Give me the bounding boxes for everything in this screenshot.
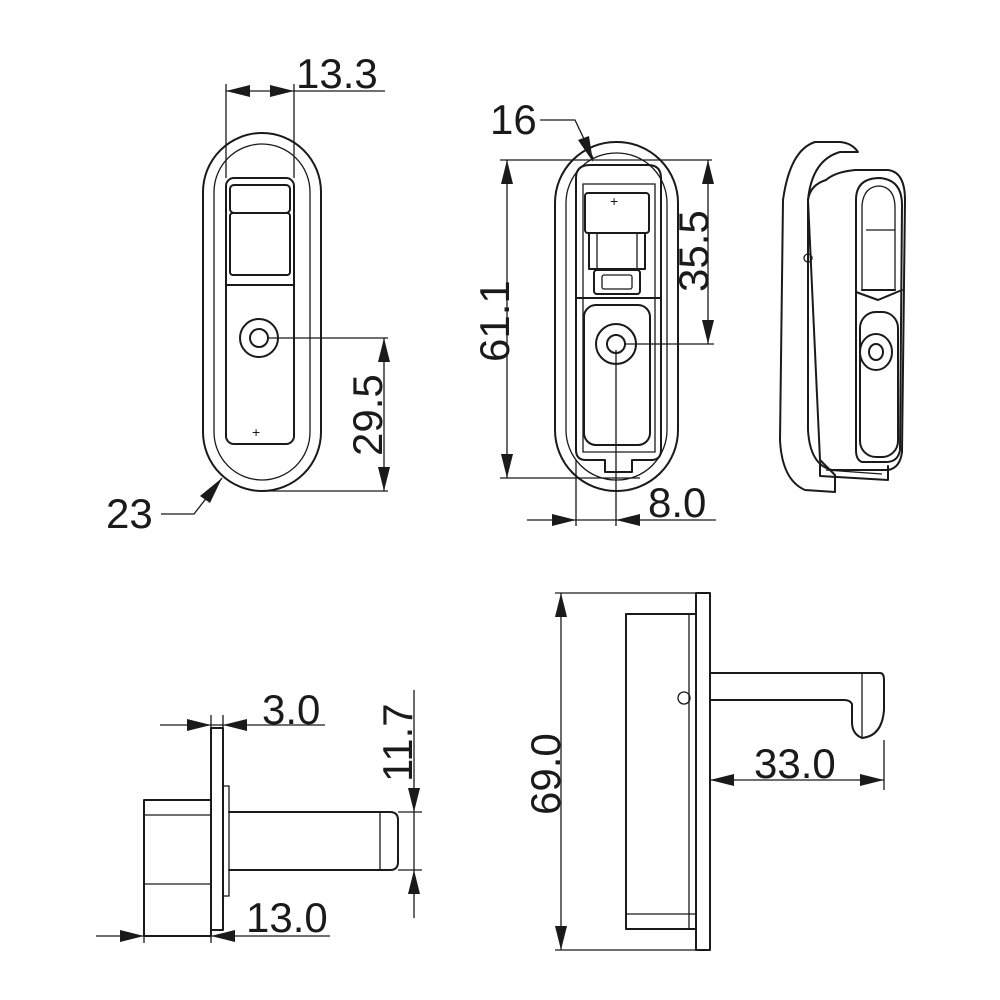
- profile-view: [625, 592, 885, 951]
- leader-23: 23: [106, 477, 223, 537]
- dim-11-7: 11.7: [374, 690, 422, 918]
- label-notch: 16: [490, 96, 537, 143]
- label-shaft-height: 11.7: [374, 703, 421, 782]
- persp-body-face: [855, 177, 903, 463]
- front-outer-flange: [202, 132, 322, 492]
- rear-mark: +: [610, 193, 618, 209]
- persp-body-outer: [807, 169, 906, 471]
- dim-69-0: 69.0: [522, 592, 696, 951]
- dim-29-5: 29.5: [262, 337, 391, 492]
- perspective-view: [779, 141, 906, 493]
- label-total-height: 61.1: [471, 280, 518, 362]
- persp-lock-ring: [859, 333, 893, 371]
- rear-body: [575, 164, 662, 473]
- profile-pin: [677, 691, 691, 705]
- dim-3-0: 3.0: [160, 686, 325, 733]
- profile-flange: [695, 592, 711, 951]
- persp-window-top: [861, 185, 896, 291]
- persp-pin: [803, 253, 813, 263]
- leader-16: 16: [490, 96, 594, 162]
- dim-33-0: 33.0: [710, 740, 885, 790]
- front-lock-core: [249, 328, 269, 348]
- label-offset: 8.0: [648, 479, 706, 526]
- front-inner-flange: [213, 143, 311, 481]
- side-shaft: [228, 811, 399, 871]
- side-flange: [210, 727, 224, 931]
- side-view: [143, 727, 399, 937]
- label-top-width: 13.3: [296, 50, 378, 97]
- persp-lock-housing: [859, 311, 899, 458]
- side-flange-step: [222, 785, 230, 897]
- label-handle-height: 29.5: [344, 374, 391, 456]
- label-overall-height: 69.0: [522, 733, 569, 815]
- persp-flange: [779, 141, 859, 493]
- label-flange: 3.0: [262, 686, 320, 733]
- dim-35-5: 35.5: [626, 160, 717, 345]
- front-body: [225, 177, 295, 445]
- persp-lock-core: [868, 343, 884, 361]
- dim-13-0: 13.0: [96, 894, 330, 943]
- rear-view: +: [554, 141, 679, 492]
- label-body-depth: 13.0: [246, 894, 328, 941]
- front-trigger: [229, 212, 291, 276]
- front-trigger-top: [229, 184, 291, 214]
- label-outer-radius: 23: [106, 490, 153, 537]
- front-view: +: [202, 132, 322, 492]
- rear-body-inner: [582, 183, 656, 453]
- side-body: [143, 799, 212, 937]
- dim-13-3: 13.3: [225, 50, 385, 178]
- label-upper-height: 35.5: [670, 210, 717, 292]
- dim-61-1: 61.1: [471, 159, 712, 479]
- profile-body: [625, 613, 697, 930]
- rear-lock-housing: [583, 304, 651, 446]
- label-projection: 33.0: [754, 740, 836, 787]
- dim-8-0: 8.0: [527, 350, 716, 526]
- rear-latch-slot: [593, 269, 641, 295]
- profile-hook: [709, 672, 885, 739]
- persp-tab: [819, 461, 889, 481]
- front-mark: +: [252, 424, 260, 440]
